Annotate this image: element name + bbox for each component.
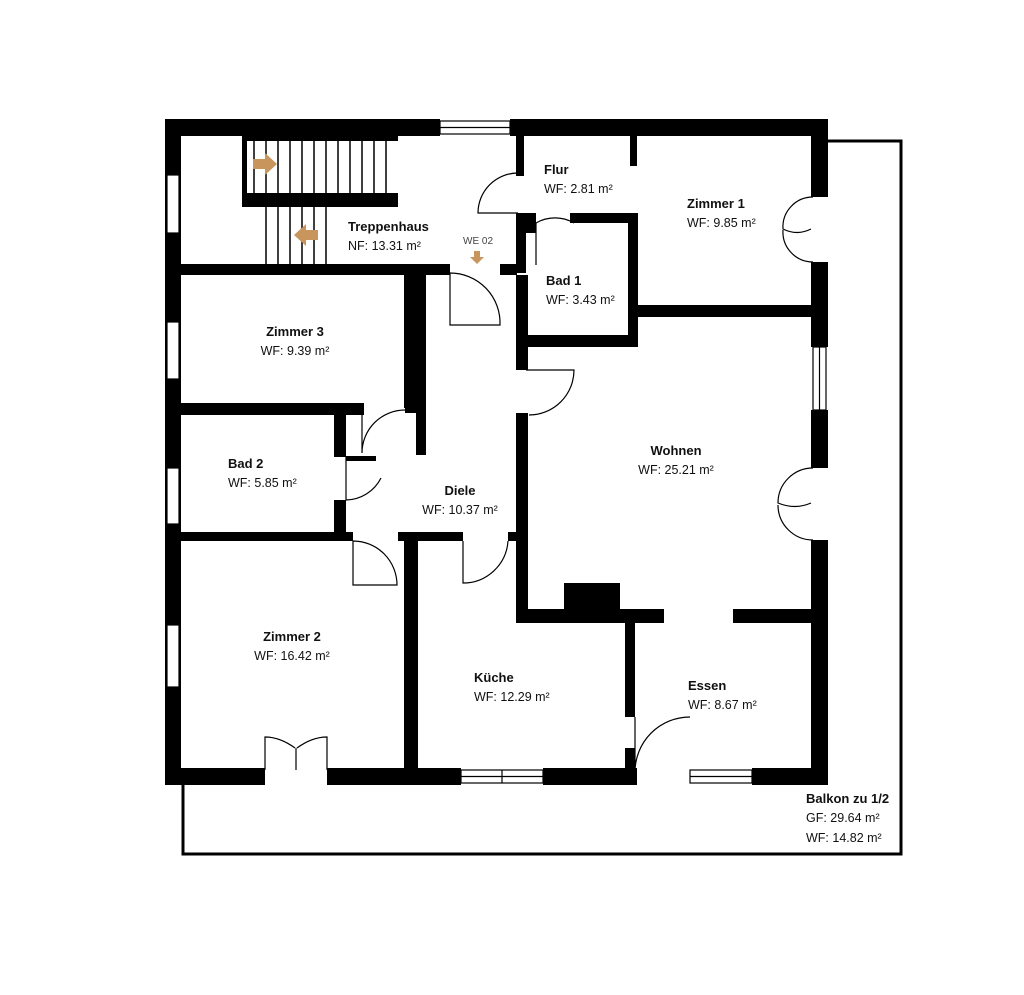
room-name: Treppenhaus [348,219,429,234]
stair-arrow-down-icon [294,224,318,246]
room-name: Essen [688,678,727,693]
balcony-outline [181,139,903,856]
entrance-arrow-icon [470,251,484,264]
room-label-bad-2: Bad 2 WF: 5.85 m² [228,456,297,492]
room-area: WF: 16.42 m² [254,649,330,664]
room-area-wf: WF: 14.82 m² [806,830,882,845]
room-label-flur: Flur WF: 2.81 m² [544,162,613,198]
room-label-treppenhaus: Treppenhaus NF: 13.31 m² [348,219,429,255]
room-name: Bad 1 [546,273,582,288]
room-area: WF: 8.67 m² [688,698,757,713]
room-area: WF: 9.85 m² [687,216,756,231]
room-label-zimmer-3: Zimmer 3 WF: 9.39 m² [261,324,330,360]
room-area: WF: 25.21 m² [638,463,714,478]
room-name: Diele [444,483,476,498]
room-name: Küche [474,670,514,685]
stair-arrow-up-icon [253,153,277,175]
room-name: Zimmer 3 [266,324,324,339]
room-name: Balkon zu 1/2 [806,791,890,806]
room-area: WF: 9.39 m² [260,344,330,359]
room-area: NF: 13.31 m² [348,239,421,254]
doors [264,172,814,773]
room-area: WF: 5.85 m² [228,476,297,491]
entrance-tag: WE 02 [463,236,494,247]
room-label-zimmer-1: Zimmer 1 WF: 9.85 m² [687,196,756,232]
room-label-essen: Essen WF: 8.67 m² [688,678,757,714]
room-label-wohnen: Wohnen WF: 25.21 m² [638,443,714,479]
interior-walls [165,136,828,773]
room-name: Wohnen [650,443,702,458]
room-area: WF: 3.43 m² [546,293,615,308]
room-area: WF: 10.37 m² [422,503,498,518]
staircase [253,138,387,264]
room-name: Flur [544,162,569,177]
room-label-kueche: Küche WF: 12.29 m² [474,670,550,706]
outer-walls [165,119,828,785]
room-area: WF: 2.81 m² [544,182,613,197]
room-label-bad-1: Bad 1 WF: 3.43 m² [546,273,615,309]
windows [166,120,827,784]
room-label-balkon: Balkon zu 1/2 GF: 29.64 m² WF: 14.82 m² [806,791,889,847]
room-label-zimmer-2: Zimmer 2 WF: 16.42 m² [254,629,330,665]
room-name: Zimmer 1 [687,196,745,211]
room-name: Zimmer 2 [263,629,321,644]
room-area-gf: GF: 29.64 m² [806,811,880,826]
room-label-diele: Diele WF: 10.37 m² [422,483,498,519]
room-area: WF: 12.29 m² [474,690,550,705]
room-name: Bad 2 [228,456,264,471]
